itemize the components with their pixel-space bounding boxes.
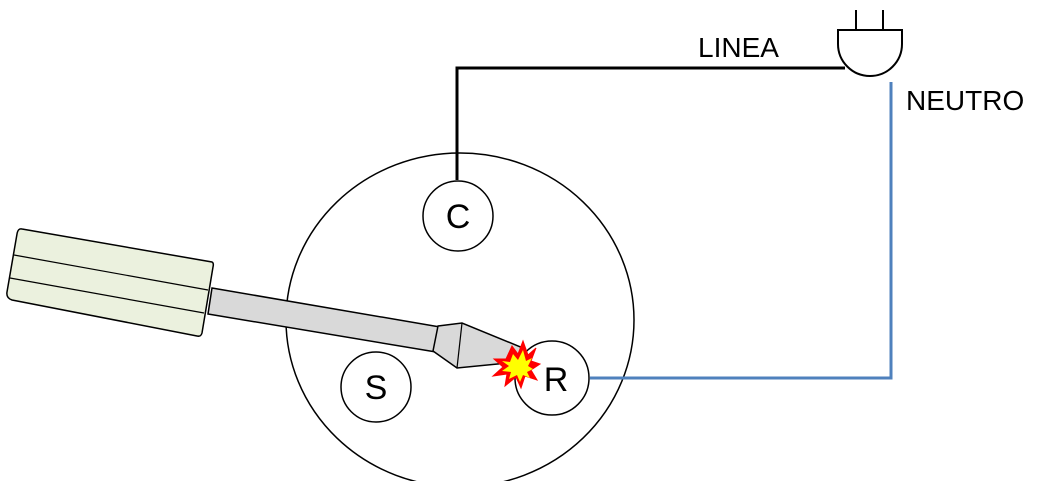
neutral-label: NEUTRO xyxy=(906,85,1024,116)
plug-icon xyxy=(837,10,903,77)
line-wire xyxy=(455,66,845,180)
terminal-start-label: S xyxy=(365,369,388,407)
terminal-common: C xyxy=(422,180,494,252)
spark-icon xyxy=(491,339,542,390)
screwdriver-handle xyxy=(6,228,215,337)
terminal-start: S xyxy=(340,351,412,423)
neutral-wire xyxy=(590,82,893,380)
terminal-run-label: R xyxy=(544,361,569,399)
screwdriver-icon xyxy=(6,228,524,369)
line-label: LINEA xyxy=(698,32,779,63)
terminal-common-label: C xyxy=(446,198,471,236)
